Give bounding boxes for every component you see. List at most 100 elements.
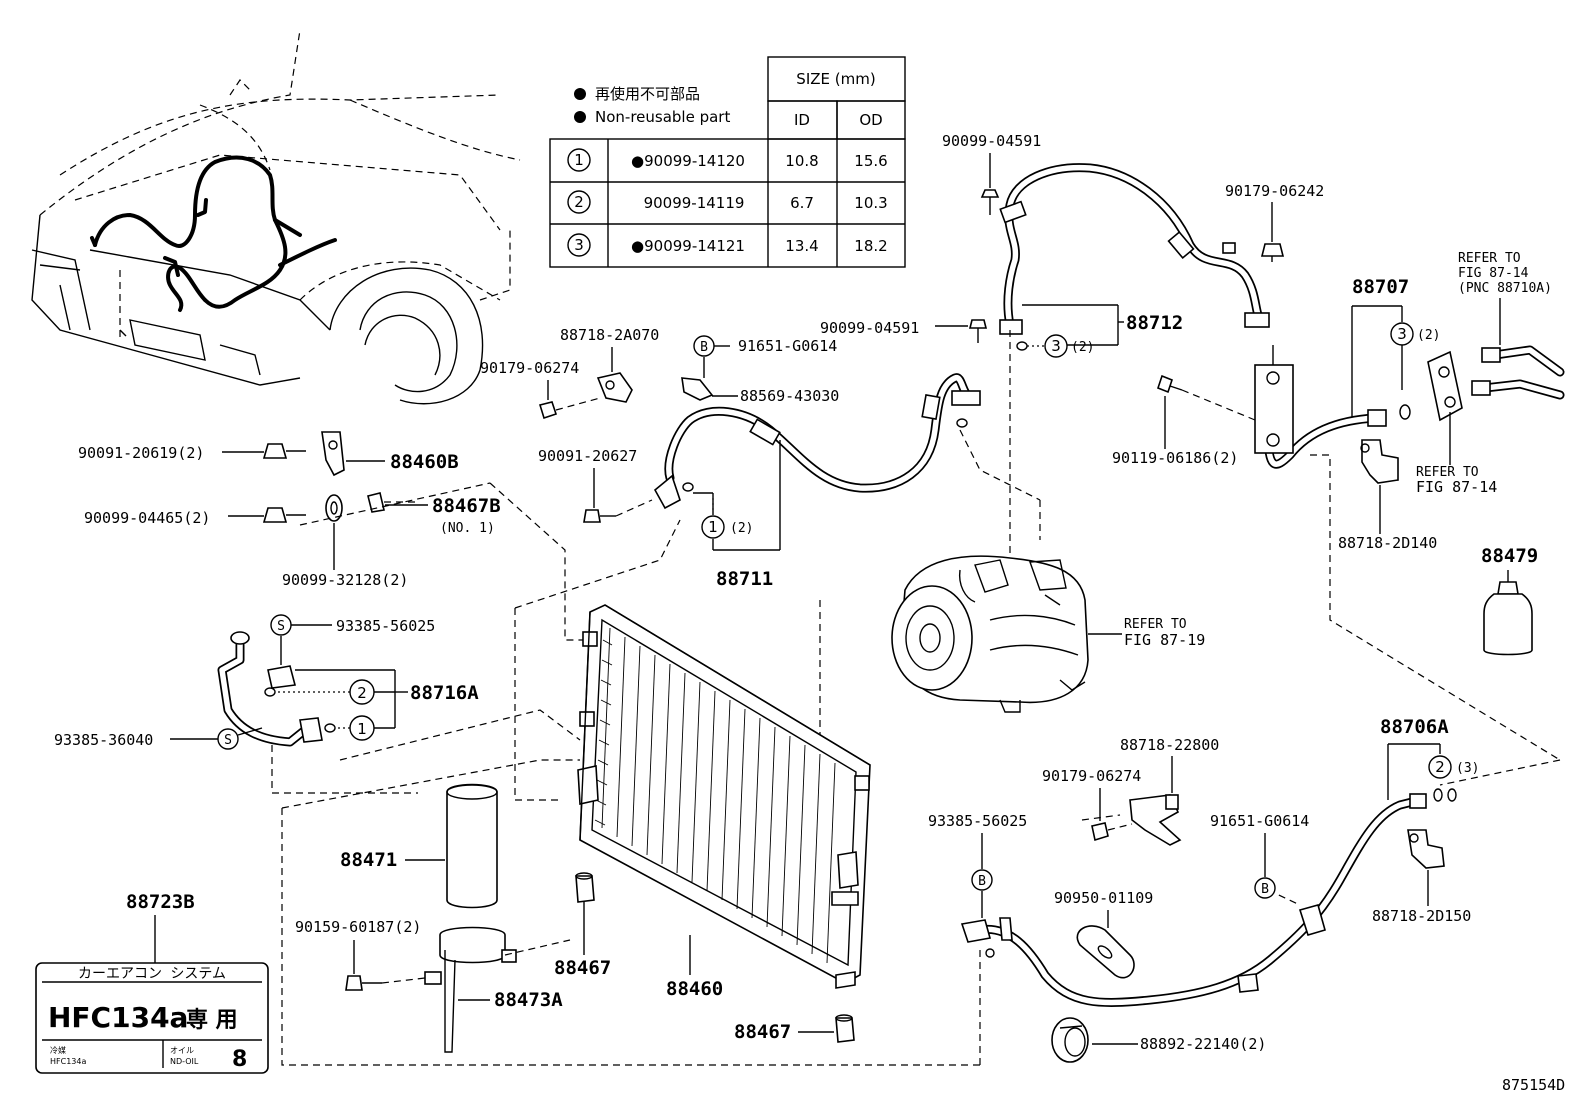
refer-fig-87-14-top: REFER TO <box>1458 251 1521 266</box>
qty-88706A: (3) <box>1456 761 1479 776</box>
refrigerant-label-88723B: カーエアコン システム HFC134a 専 用 冷媒 HFC134a オイル N… <box>35 962 269 1074</box>
label-91651-G0614-top: 91651-G0614 <box>738 337 837 355</box>
suction-hose-88707[interactable] <box>1254 345 1387 469</box>
pipe-88716A[interactable] <box>217 631 323 747</box>
nut-90179-06242 <box>1260 243 1285 262</box>
svg-text:HFC134a: HFC134a <box>50 1057 86 1066</box>
svg-text:1: 1 <box>708 518 718 536</box>
label-93385-56025-low: 93385-56025 <box>928 812 1027 830</box>
table-row: 1 ●90099-14120 10.8 15.6 <box>567 148 888 172</box>
bracket-88718-2D150 <box>1407 829 1445 869</box>
o-ring-3-88707 <box>1390 322 1414 346</box>
oil-number: 8 <box>232 1047 247 1072</box>
clip-88569-43030 <box>681 377 714 401</box>
bracket-88460B <box>321 431 345 477</box>
non-reusable-bullet-icon <box>574 88 586 100</box>
o-ring-2-88706A <box>1428 755 1452 779</box>
cushion-88892-22140 <box>1051 1017 1089 1063</box>
clamp-b-mark-low <box>1254 877 1276 899</box>
table-row: 2 90099-14119 6.7 10.3 <box>567 190 888 214</box>
seal-b-mark-low <box>971 869 993 891</box>
label-90091-20619: 90091-20619(2) <box>78 444 204 462</box>
vehicle-outline <box>31 29 521 405</box>
label-88479: 88479 <box>1481 545 1538 567</box>
label-88892-22140: 88892-22140(2) <box>1140 1035 1266 1053</box>
condenser-88460[interactable] <box>577 604 871 989</box>
row-id: 10.8 <box>785 152 818 170</box>
label-90179-06274-top: 90179-06274 <box>480 359 579 377</box>
svg-text:ND-OIL: ND-OIL <box>170 1057 199 1066</box>
svg-text:3: 3 <box>574 236 584 254</box>
label-88460: 88460 <box>666 978 723 1000</box>
row-part-number: ●90099-14120 <box>631 152 745 170</box>
label-88467-mid: 88467 <box>554 957 611 979</box>
label-90099-04591: 90099-04591 <box>942 132 1041 150</box>
table-row: 3 ●90099-14121 13.4 18.2 <box>567 233 888 257</box>
svg-text:オイル: オイル <box>170 1046 194 1055</box>
svg-text:S: S <box>224 733 232 748</box>
discharge-hose-88712[interactable] <box>999 163 1270 335</box>
qty-88707: (2) <box>1417 328 1440 343</box>
row-part-number: ●90099-14121 <box>631 237 745 255</box>
label-90099-32128: 90099-32128(2) <box>282 571 408 589</box>
refer-fig-87-19: REFER TO <box>1124 617 1187 632</box>
suction-pipe-88706A[interactable] <box>960 793 1427 1007</box>
figure-id: 875154D <box>1502 1076 1565 1094</box>
row-id: 13.4 <box>785 237 818 255</box>
label-88706A: 88706A <box>1380 716 1449 738</box>
svg-text:FIG 87-19: FIG 87-19 <box>1124 631 1205 649</box>
svg-text:FIG 87-14: FIG 87-14 <box>1416 478 1497 496</box>
svg-text:B: B <box>978 874 986 889</box>
label-91651-G0614-low: 91651-G0614 <box>1210 812 1309 830</box>
label-88467B: 88467B <box>432 495 501 517</box>
label-88712: 88712 <box>1126 312 1183 334</box>
bolt-90091-20619 <box>262 443 306 459</box>
grommet-90950-01109 <box>1076 925 1135 979</box>
label-90099-04591-mid: 90099-04591 <box>820 319 919 337</box>
svg-text:2: 2 <box>357 684 367 702</box>
label-88718-22800: 88718-22800 <box>1120 736 1219 754</box>
svg-text:冷媒: 冷媒 <box>50 1045 66 1055</box>
svg-text:FIG 87-14: FIG 87-14 <box>1458 266 1529 281</box>
label-93385-56025-left: 93385-56025 <box>336 617 435 635</box>
receiver-88471[interactable] <box>446 783 498 909</box>
label-88473A: 88473A <box>494 989 563 1011</box>
label-88718-2D140: 88718-2D140 <box>1338 534 1437 552</box>
label-90099-04465: 90099-04465(2) <box>84 509 210 527</box>
compressor-oil-88479[interactable] <box>1483 581 1533 656</box>
nut-90179-06274-low <box>1091 822 1109 842</box>
label-88467-low: 88467 <box>734 1021 791 1043</box>
svg-text:1: 1 <box>357 720 367 738</box>
qty-88711: (2) <box>730 521 753 536</box>
label-90091-20627: 90091-20627 <box>538 447 637 465</box>
label-88718-2A070: 88718-2A070 <box>560 326 659 344</box>
hose-stub-refer <box>1471 345 1565 400</box>
bolt-90099-04591-mid <box>968 319 988 343</box>
bolt-90091-20627 <box>583 509 616 523</box>
label-88569-43030: 88569-43030 <box>740 387 839 405</box>
compressor[interactable] <box>891 555 1089 713</box>
label-90119-06186: 90119-06186(2) <box>1112 449 1238 467</box>
bolt-90099-04465 <box>262 507 306 523</box>
svg-text:S: S <box>277 619 285 634</box>
label-90950-01109: 90950-01109 <box>1054 889 1153 907</box>
label-88707: 88707 <box>1352 276 1409 298</box>
bolt-90159-60187 <box>345 975 382 991</box>
label-header-ja: カーエアコン システム <box>78 966 226 982</box>
liquid-pipe-88711[interactable] <box>653 373 981 510</box>
label-90179-06242: 90179-06242 <box>1225 182 1324 200</box>
label-90179-06274-low: 90179-06274 <box>1042 767 1141 785</box>
cushion-88467-mid <box>575 872 595 903</box>
svg-text:B: B <box>1261 882 1269 897</box>
refer-fig-87-14-mid: REFER TO <box>1416 465 1479 480</box>
label-88471: 88471 <box>340 849 397 871</box>
label-88716A: 88716A <box>410 682 479 704</box>
bracket-88718-2D140 <box>1360 439 1399 484</box>
non-reusable-bullet-icon <box>574 111 586 123</box>
svg-text:2: 2 <box>1435 758 1445 776</box>
row-id: 6.7 <box>790 194 814 212</box>
row-od: 18.2 <box>854 237 887 255</box>
bolt-90099-04591-top <box>980 189 1000 215</box>
label-88711: 88711 <box>716 568 773 590</box>
